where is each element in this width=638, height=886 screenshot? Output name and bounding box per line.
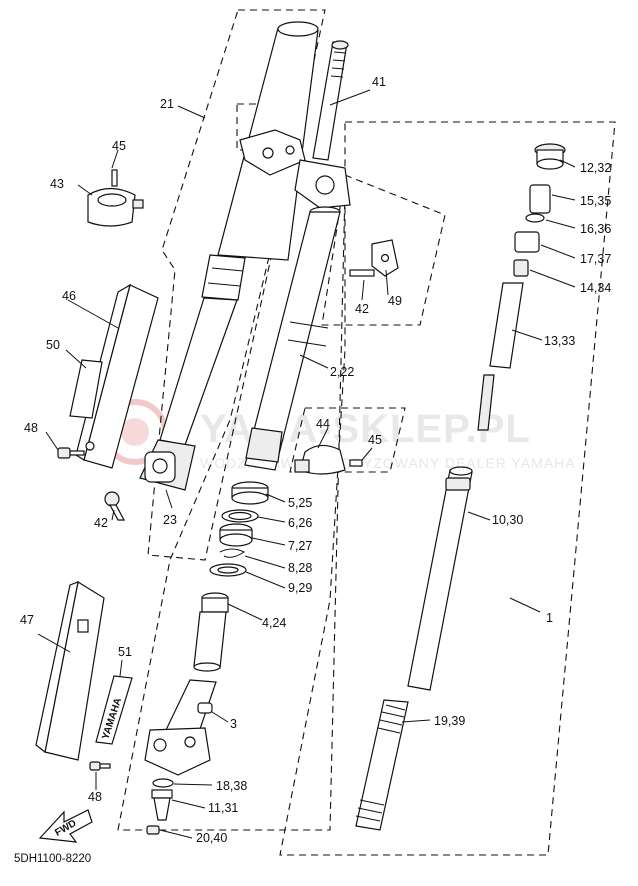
callout-7-27: 7,27	[288, 539, 312, 553]
callout-48-lower: 48	[88, 790, 102, 804]
bracket-49	[349, 239, 399, 277]
callout-45-clamp: 45	[368, 433, 382, 447]
bolt-48-lower	[89, 761, 111, 771]
callout-3: 3	[230, 717, 237, 731]
callout-12-32: 12,32	[580, 161, 611, 175]
callout-9-29: 9,29	[288, 581, 312, 595]
callout-23: 23	[163, 513, 177, 527]
callout-45-top: 45	[112, 139, 126, 153]
callout-41: 41	[372, 75, 386, 89]
callout-50: 50	[46, 338, 60, 352]
inner-tube-2	[244, 206, 341, 471]
callout-2-22: 2,22	[330, 365, 354, 379]
callout-20-40: 20,40	[196, 831, 227, 845]
callout-5-25: 5,25	[288, 496, 312, 510]
callout-16-36: 16,36	[580, 222, 611, 236]
upper-clamp	[239, 129, 306, 176]
lower-leg-3	[144, 679, 217, 776]
clamp-43	[87, 169, 144, 227]
clamp-44	[294, 444, 363, 475]
callout-44: 44	[316, 417, 330, 431]
watermark-subtitle: WODZISŁAW - AUTORYZOWANY DEALER YAMAHA	[200, 455, 576, 471]
callout-47: 47	[20, 613, 34, 627]
callout-21: 21	[160, 97, 174, 111]
leader-lines	[37, 89, 576, 839]
outline-fork-assembly-1	[279, 121, 616, 856]
steering-stem-41	[294, 40, 351, 209]
callout-18-38: 18,38	[216, 779, 247, 793]
label-51: YAMAHA	[95, 675, 133, 745]
seal-stack	[209, 481, 269, 577]
fwd-arrow: FWD	[38, 809, 93, 843]
callout-6-26: 6,26	[288, 516, 312, 530]
fork-guard-47	[35, 581, 105, 761]
callout-15-35: 15,35	[580, 194, 611, 208]
label-50	[69, 359, 103, 419]
callout-1: 1	[546, 611, 553, 625]
callout-4-24: 4,24	[262, 616, 286, 630]
outline-bracket-49	[321, 174, 446, 326]
callout-13-33: 13,33	[544, 334, 575, 348]
callout-17-37: 17,37	[580, 252, 611, 266]
callout-11-31: 11,31	[208, 801, 238, 815]
callout-48-upper: 48	[24, 421, 38, 435]
callout-49: 49	[388, 294, 402, 308]
outline-outer-tube-21	[147, 9, 326, 561]
callout-42-left: 42	[94, 516, 108, 530]
callout-46: 46	[62, 289, 76, 303]
callout-51: 51	[118, 645, 132, 659]
callouts: 1 2,22 3 4,24 5,25 6,26 7,27 8,28 9,29 1…	[20, 75, 611, 845]
piston-4	[193, 592, 229, 672]
diagram-code: 5DH1100-8220	[14, 853, 91, 865]
callout-19-39: 19,39	[434, 714, 465, 728]
outline-clamp-44	[289, 407, 406, 473]
callout-8-28: 8,28	[288, 561, 312, 575]
bottom-parts	[146, 778, 174, 835]
callout-43: 43	[50, 177, 64, 191]
callout-14-34: 14,34	[580, 281, 611, 295]
bolts-left	[57, 447, 125, 521]
callout-10-30: 10,30	[492, 513, 523, 527]
callout-42-bracket: 42	[355, 302, 369, 316]
damper-rod-assembly	[355, 143, 566, 831]
